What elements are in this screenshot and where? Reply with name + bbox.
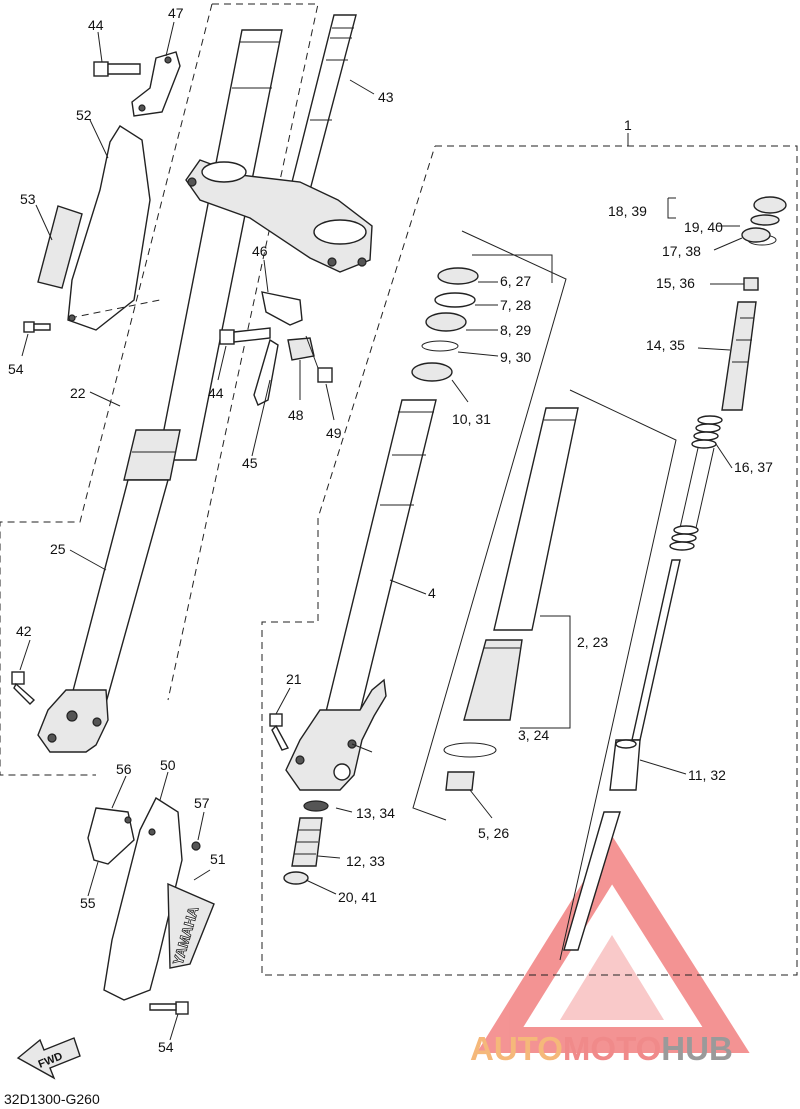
base-valve: [283, 800, 329, 885]
watermark-logo: [476, 835, 750, 1053]
callout-44-mid: 44: [208, 385, 224, 401]
callout-57: 57: [194, 795, 210, 811]
leader-lines: [19, 21, 744, 1041]
callout-14-35: 14, 35: [646, 337, 685, 353]
callout-54-bottom: 54: [158, 1039, 174, 1055]
watermark-text: AUTOMOTOHUB: [470, 1030, 733, 1067]
callout-16-37: 16, 37: [734, 459, 773, 475]
callout-2-23: 2, 23: [577, 634, 608, 650]
callout-11-32: 11, 32: [688, 767, 726, 783]
callout-45: 45: [242, 455, 258, 471]
outer-tube-2: [443, 389, 677, 961]
assembly-boundary-left: [0, 3, 319, 776]
callout-52: 52: [76, 107, 92, 123]
callout-25: 25: [50, 541, 66, 557]
forward-arrow: FWD: [16, 1037, 81, 1080]
callout-22: 22: [70, 385, 86, 401]
callout-17-38: 17, 38: [662, 243, 701, 259]
callout-54-top: 54: [8, 361, 24, 377]
lower-fork-guard: [87, 796, 215, 1015]
callout-43: 43: [378, 89, 394, 105]
callout-53: 53: [20, 191, 36, 207]
bracket-47: [131, 51, 181, 117]
callout-1: 1: [624, 117, 632, 133]
watermark-part-hub: HUB: [661, 1030, 733, 1067]
callout-49: 49: [326, 425, 342, 441]
callout-15-36: 15, 36: [656, 275, 695, 291]
steering-stem: [185, 14, 373, 273]
damper-assembly: [563, 196, 787, 951]
callout-12-33: 12, 33: [346, 853, 385, 869]
callout-47: 47: [168, 5, 184, 21]
callout-7-28: 7, 28: [500, 297, 531, 313]
callout-51: 51: [210, 851, 226, 867]
watermark-part-auto: AUTO: [470, 1030, 563, 1067]
callout-19-40: 19, 40: [684, 219, 723, 235]
bolt-21: [269, 713, 290, 751]
callout-10-31: 10, 31: [452, 411, 491, 427]
callout-8-29: 8, 29: [500, 322, 531, 338]
bolt-42: [11, 671, 36, 705]
callout-13-34: 13, 34: [356, 805, 395, 821]
callout-42: 42: [16, 623, 32, 639]
callout-55: 55: [80, 895, 96, 911]
assembly-boundary-right: [261, 145, 798, 976]
callout-9-30: 9, 30: [500, 349, 531, 365]
callout-56: 56: [116, 761, 132, 777]
hose-bracket-parts: [219, 291, 333, 406]
inner-tube-4: [285, 399, 437, 791]
callout-44-top: 44: [88, 17, 104, 33]
callout-20-41: 20, 41: [338, 889, 377, 905]
callout-21: 21: [286, 671, 302, 687]
callout-6-27: 6, 27: [500, 273, 531, 289]
watermark-part-moto: MOTO: [563, 1030, 661, 1067]
callout-50: 50: [160, 757, 176, 773]
diagram-code: 32D1300-G260: [4, 1091, 100, 1107]
bolt-44-top: [93, 61, 141, 77]
callout-4: 4: [428, 585, 436, 601]
left-fork-guard: [23, 125, 161, 333]
callout-48: 48: [288, 407, 304, 423]
callout-5-26: 5, 26: [478, 825, 509, 841]
callout-labels: 1 2, 23 3, 24 4 5, 26 6, 27 7, 28 8, 29 …: [8, 5, 773, 1055]
callout-3-24: 3, 24: [518, 727, 549, 743]
callout-18-39: 18, 39: [608, 203, 647, 219]
left-fork-assembly: [37, 29, 283, 753]
callout-46: 46: [252, 243, 268, 259]
